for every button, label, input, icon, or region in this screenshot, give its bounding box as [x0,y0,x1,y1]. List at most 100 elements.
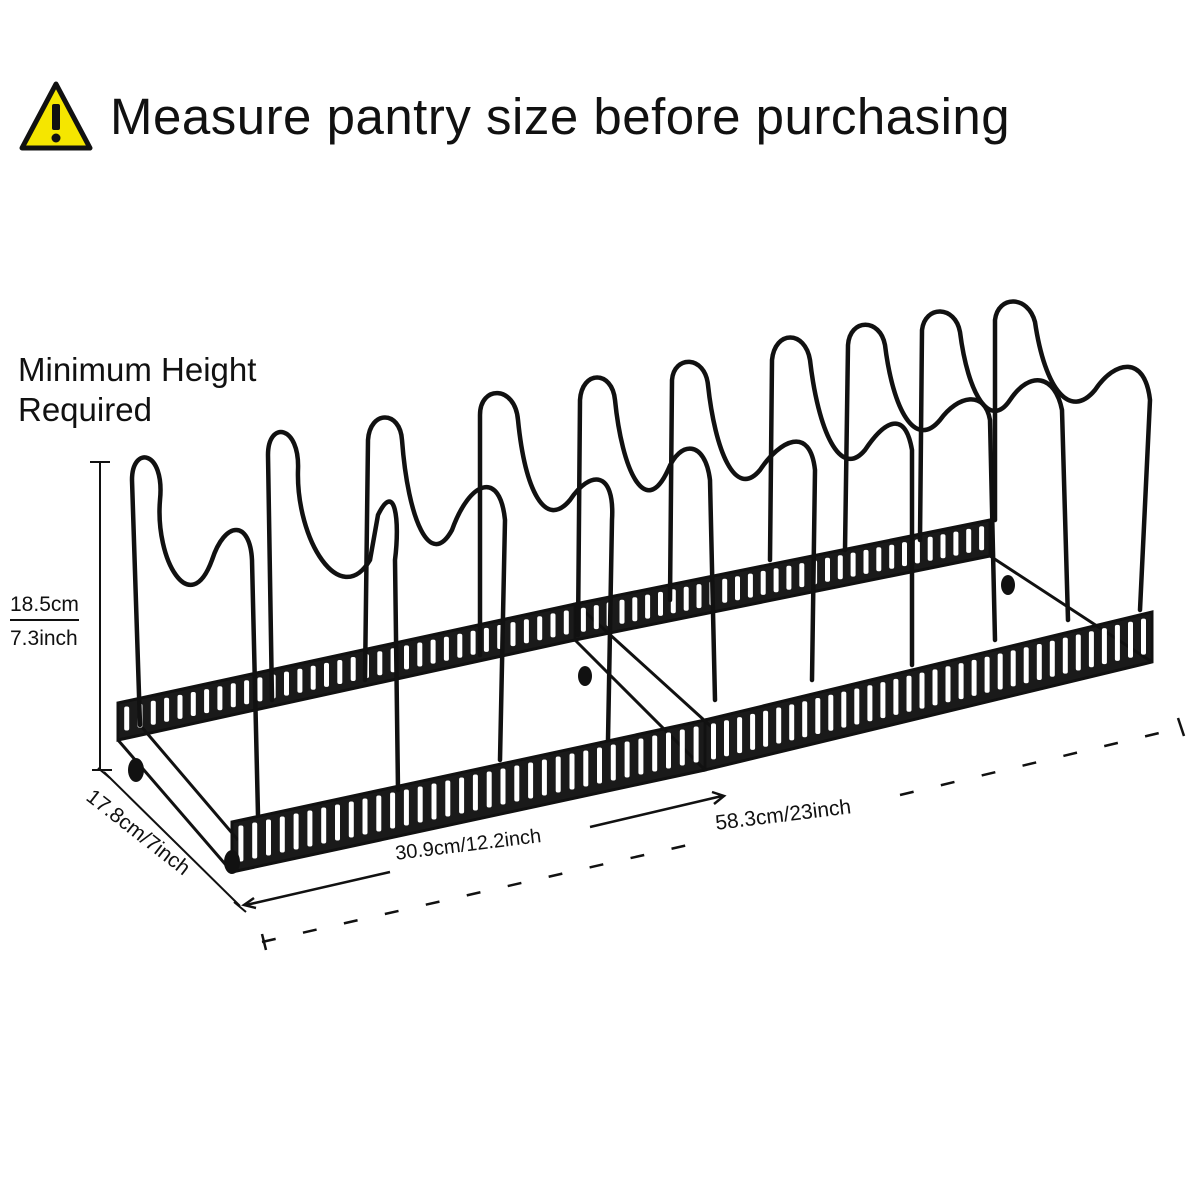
rail-slot [1049,640,1055,677]
wire-dividers [129,299,1153,818]
rail-slot [377,651,383,676]
rail-slot [486,771,492,808]
rail-slot [569,753,575,790]
rail-slot [711,723,716,760]
rack-feet [128,575,1015,874]
rail-slot [953,531,959,556]
rail-slot [430,639,436,664]
rail-slot [1075,634,1081,671]
rail-slot [958,663,964,700]
rail-slot [666,732,671,769]
rail-slot [470,630,476,655]
note-line-2: Required [18,391,152,428]
rail-slot [514,765,520,802]
rail-slot [555,756,561,793]
rail-slot [979,526,985,551]
rail-slot [893,678,899,715]
depth-dimension-line [97,767,247,913]
rail-slot [537,616,543,641]
rail-slot [459,777,465,814]
rail-slot [284,671,289,696]
rail-slot [889,544,895,569]
rail-slot [1036,644,1042,680]
rail-slot [902,542,907,567]
rail-slot [310,665,316,690]
rail-slot [324,662,329,687]
rail-slot [945,666,951,703]
rail-slot [940,534,946,559]
rail-slot [164,697,170,722]
rail-slot [1088,631,1094,668]
rail-slot [528,762,534,799]
rail-slot [1101,628,1107,665]
rail-slot [854,688,860,725]
rail-slot [350,657,356,681]
rail-slot [624,741,630,778]
rail-slot [776,707,782,744]
rail-slot [417,642,423,667]
rail-slot [760,570,766,595]
minimum-height-note: Minimum Height Required [18,350,256,430]
rail-slot [1141,618,1146,655]
rail-slot [523,619,529,644]
rail-slot [966,528,972,553]
rail-slot [297,668,303,693]
rail-slot [593,605,599,630]
rail-slot [252,822,258,859]
height-inch-label: 7.3inch [10,627,78,650]
rail-slot [563,610,569,635]
rail-slot [376,795,382,832]
rail-slot [876,547,882,572]
rail-slot [696,584,702,609]
rail-slot [307,810,313,847]
rail-slot [610,744,616,781]
rail-slot [321,807,327,844]
rail-slot [735,576,740,601]
rail-slot [257,677,263,702]
rail-slot [335,804,340,841]
rail-slot [279,816,285,853]
rail-slot [802,701,808,738]
rail-slot [472,774,478,811]
rail-slot [580,607,586,632]
rail-slot [500,768,506,805]
headline: Measure pantry size before purchasing [18,66,1188,166]
rail-slot [443,636,449,661]
rail-slot [763,710,769,747]
rail-slot [850,552,856,577]
rail-slot [679,729,685,766]
rail-slot [786,565,792,590]
rail-slot [431,783,437,820]
height-dimension-line [90,461,112,771]
rail-slot [337,660,343,684]
rail-slot [722,578,728,603]
rail-slot [906,675,912,712]
rail-slot [724,720,729,757]
rail-slot [417,786,423,823]
height-cm-label: 18.5cm [10,593,79,621]
rail-slot [362,798,368,835]
rail-slot [204,689,210,714]
rail-slot [348,801,354,838]
rail-slot [1010,650,1016,687]
rail-slot [238,825,244,862]
rail-slot [658,591,663,616]
rail-slot [773,568,779,593]
rail-slots [124,526,1146,862]
headline-text: Measure pantry size before purchasing [110,87,1011,145]
rail-slot [747,573,753,598]
rail-slot [124,706,130,731]
rail-slot [693,726,699,763]
rail-slot [867,685,873,722]
rail-slot [825,557,830,582]
rail-slot [445,780,451,817]
rail-slot [880,682,886,719]
rail-slot [971,659,977,696]
rail-slot [828,694,834,731]
rail-slot [638,738,644,775]
rail-slot [919,672,925,709]
rail-slot [799,563,805,588]
short-width-dimension-line [241,790,727,910]
rail-slot [619,599,625,624]
